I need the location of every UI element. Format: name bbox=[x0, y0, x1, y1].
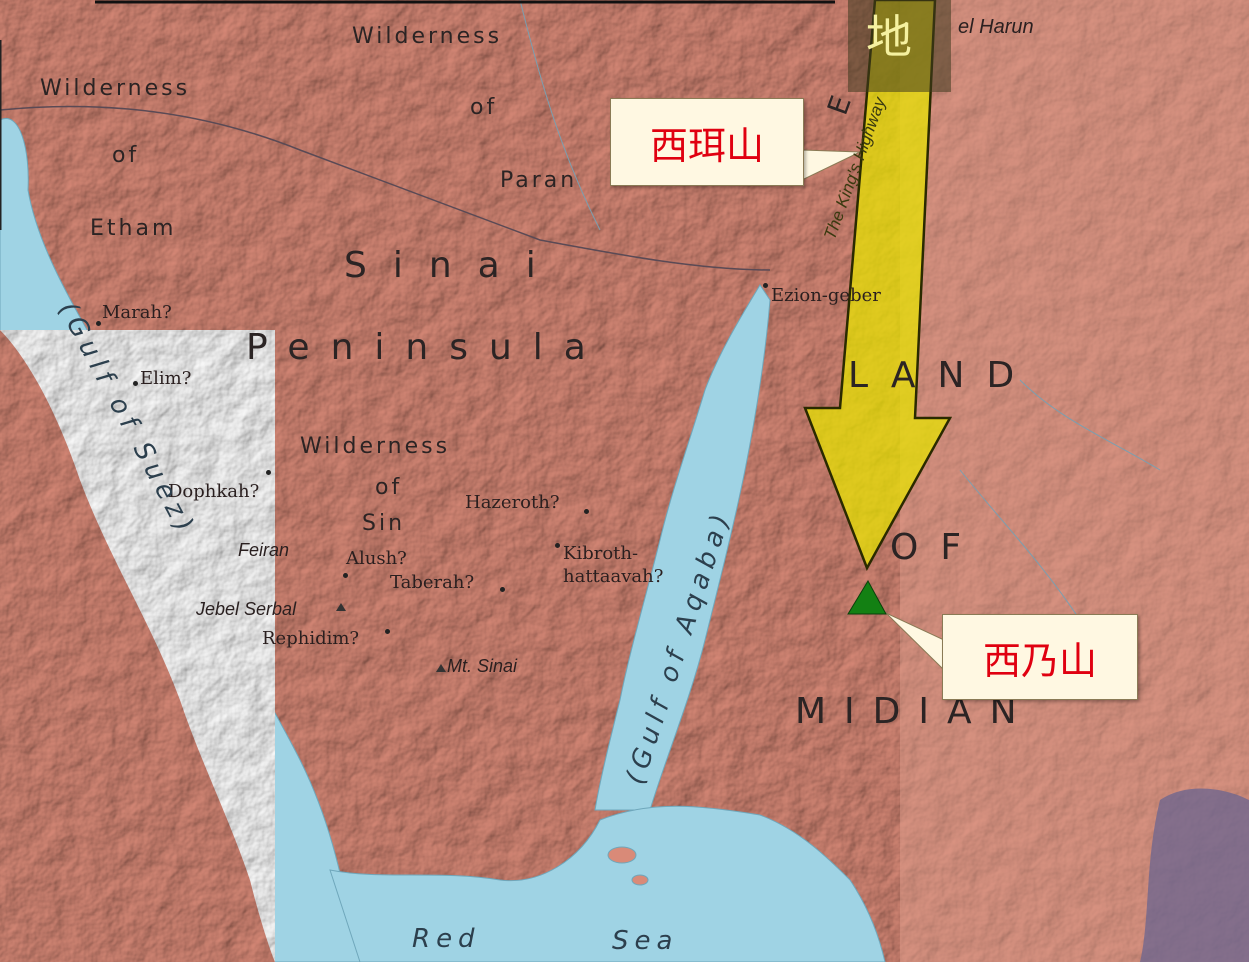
place-ezion-geber: Ezion-geber bbox=[771, 285, 881, 306]
callout-mount-sinai: 西乃山 bbox=[942, 614, 1138, 700]
red-sea bbox=[329, 805, 886, 962]
water-red: Red bbox=[412, 924, 481, 954]
place-jebel-serbal: Jebel Serbal bbox=[196, 599, 297, 619]
region-peninsula: Peninsula bbox=[246, 327, 607, 368]
region-wilderness-etham-3: Etham bbox=[90, 216, 177, 241]
region-wilderness-etham-2: of bbox=[112, 143, 140, 168]
place-taberah: Taberah? bbox=[390, 572, 475, 593]
place-dophkah: Dophkah? bbox=[168, 481, 260, 502]
region-wilderness-paran-2: of bbox=[470, 95, 498, 120]
place-elim: Elim? bbox=[140, 368, 192, 389]
place-kibroth: Kibroth- bbox=[563, 543, 639, 564]
top-annotation-label: 地 bbox=[866, 10, 912, 64]
region-wilderness-paran-1: Wilderness bbox=[352, 24, 503, 49]
callout-mount-seir: 西珥山 bbox=[610, 98, 804, 186]
place-hattaavah: hattaavah? bbox=[563, 566, 664, 587]
place-jebel-harun: el Harun bbox=[958, 16, 1034, 38]
mount-sinai-marker bbox=[847, 579, 887, 615]
water-sea: Sea bbox=[612, 926, 679, 956]
region-of: OF bbox=[890, 527, 984, 568]
region-wilderness-sin-2: of bbox=[375, 475, 403, 500]
place-marah: Marah? bbox=[102, 302, 172, 323]
place-feiran: Feiran bbox=[238, 540, 290, 560]
region-wilderness-paran-3: Paran bbox=[500, 168, 578, 193]
gulf-of-aqaba bbox=[594, 284, 771, 811]
place-hazeroth: Hazeroth? bbox=[465, 492, 560, 513]
place-rephidim: Rephidim? bbox=[262, 628, 360, 649]
region-wilderness-sin-3: Sin bbox=[362, 511, 406, 536]
region-sinai: Sinai bbox=[344, 245, 562, 286]
region-land: LAND bbox=[848, 355, 1037, 396]
place-mt-sinai: Mt. Sinai bbox=[447, 656, 518, 676]
region-wilderness-etham-1: Wilderness bbox=[40, 76, 191, 101]
region-wilderness-sin-1: Wilderness bbox=[300, 434, 451, 459]
place-alush: Alush? bbox=[346, 548, 407, 569]
